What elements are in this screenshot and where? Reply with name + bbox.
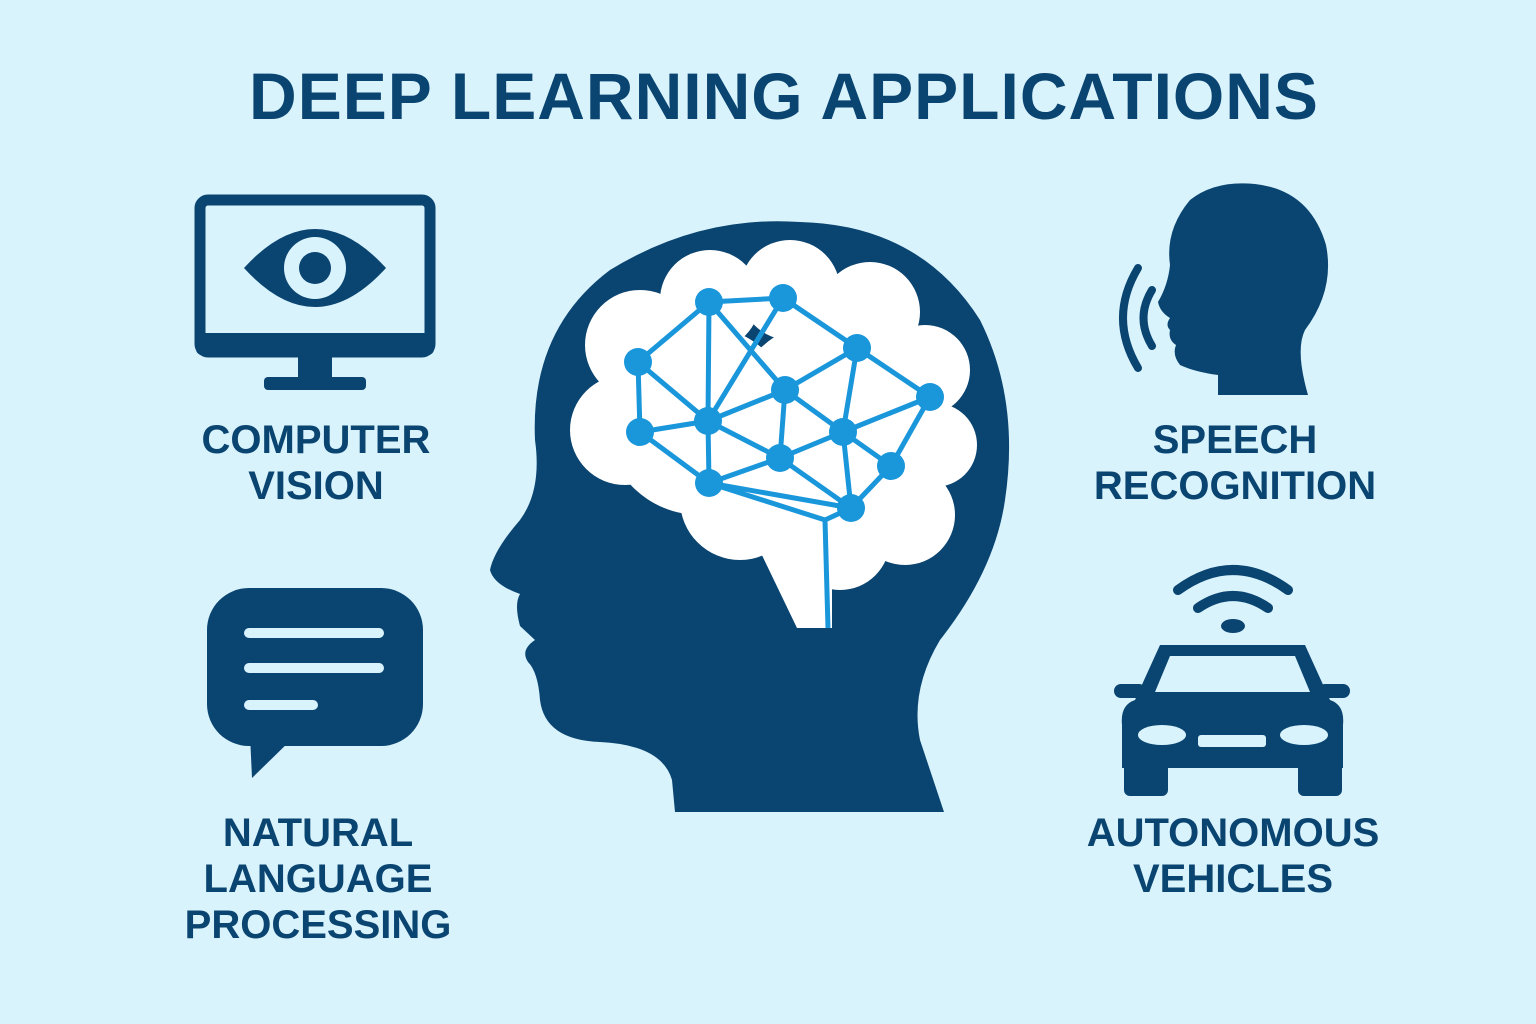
label-line: SPEECH [1152, 418, 1318, 462]
label-line: PROCESSING [184, 903, 452, 947]
network-edge [778, 455, 853, 511]
monitor-eye-icon [194, 194, 436, 390]
page-title: DEEP LEARNING APPLICATIONS [249, 59, 1319, 133]
label-line: LANGUAGE [203, 857, 433, 901]
head-brain-network-icon [490, 221, 1010, 812]
network-edge [638, 429, 711, 486]
network-node [626, 418, 654, 446]
speech-bubble-icon [207, 588, 423, 778]
network-edge [707, 300, 787, 392]
network-node [916, 383, 944, 411]
connected-car-icon [1114, 565, 1350, 796]
network-edge [636, 360, 710, 423]
network-edge [840, 347, 860, 433]
autonomous-vehicles-label: AUTONOMOUS VEHICLES [1033, 810, 1433, 902]
computer-vision-label: COMPUTER VISION [116, 417, 516, 509]
network-node [695, 288, 723, 316]
network-node [695, 469, 723, 497]
network-edge [842, 394, 931, 435]
network-edge [636, 300, 711, 364]
network-node [837, 494, 865, 522]
network-edge [705, 296, 786, 423]
network-node [694, 407, 722, 435]
network-node [877, 452, 905, 480]
network-node [843, 334, 871, 362]
label-line: NATURAL [222, 811, 414, 855]
network-node [624, 348, 652, 376]
label-line: RECOGNITION [1093, 464, 1377, 508]
network-edge [708, 480, 852, 511]
label-line: VISION [248, 464, 384, 508]
neural-network [624, 284, 944, 629]
network-edge [705, 301, 712, 422]
network-node [771, 376, 799, 404]
speaking-head-icon [1119, 183, 1329, 395]
speech-recognition-label: SPEECH RECOGNITION [1035, 417, 1435, 509]
network-node [769, 284, 797, 312]
network-edge [781, 295, 859, 351]
label-line: COMPUTER [201, 418, 431, 462]
network-node [766, 444, 794, 472]
label-line: VEHICLES [1132, 857, 1334, 901]
network-edge [855, 345, 932, 400]
nlp-label: NATURAL LANGUAGE PROCESSING [118, 810, 518, 948]
network-node [829, 418, 857, 446]
label-line: AUTONOMOUS [1086, 811, 1380, 855]
